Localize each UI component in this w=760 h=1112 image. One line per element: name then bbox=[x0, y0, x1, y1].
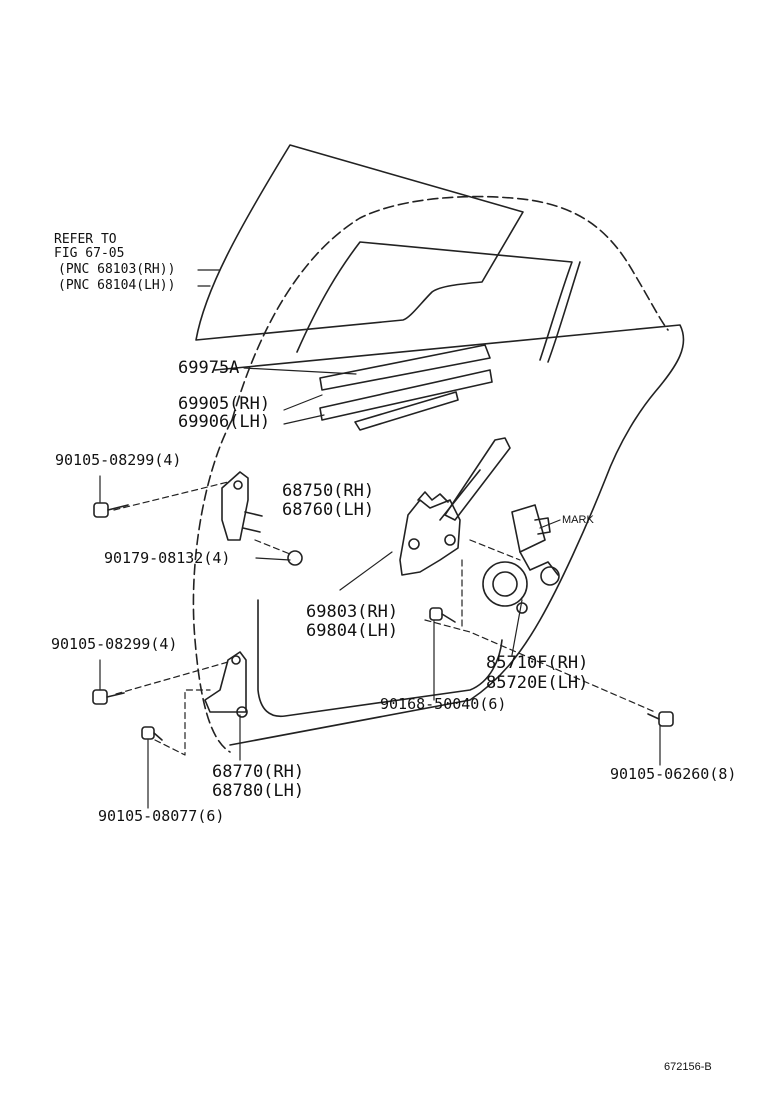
label-bolt-50040: 90168-50040(6) bbox=[380, 695, 507, 713]
door-glass bbox=[195, 144, 524, 341]
refer-line2: FIG 67-05 bbox=[54, 246, 125, 261]
door-inner-opening bbox=[192, 419, 233, 753]
label-85710f: 85710F(RH) bbox=[486, 653, 589, 673]
door-sash-frame bbox=[231, 195, 669, 421]
label-68770: 68770(RH) bbox=[212, 762, 305, 782]
label-68780: 68780(LH) bbox=[212, 781, 305, 801]
label-69975a: 69975A bbox=[178, 358, 240, 378]
label-mark: MARK bbox=[562, 514, 594, 526]
bolt-90105-08077 bbox=[141, 726, 163, 741]
label-bolt-08077: 90105-08077(6) bbox=[98, 807, 225, 825]
label-68750: 68750(RH) bbox=[282, 481, 375, 501]
nut-90179-08132 bbox=[287, 550, 303, 566]
label-69804: 69804(LH) bbox=[306, 621, 399, 641]
label-69803: 69803(RH) bbox=[306, 602, 399, 622]
label-68760: 68760(LH) bbox=[282, 500, 375, 520]
hinge-lower bbox=[204, 651, 248, 718]
hinge-upper bbox=[221, 471, 263, 541]
assembly-lines bbox=[113, 481, 656, 756]
bolt-90168-50040 bbox=[429, 607, 456, 623]
refer-line4: (PNC 68104(LH)) bbox=[58, 278, 176, 293]
refer-line3: (PNC 68103(RH)) bbox=[58, 262, 176, 277]
label-bolt-06260: 90105-06260(8) bbox=[610, 765, 737, 783]
figure-id: 672156-B bbox=[664, 1061, 712, 1073]
label-bolt-08299-bottom: 90105-08299(4) bbox=[51, 635, 178, 653]
sash-rear-channel bbox=[547, 261, 581, 363]
regulator-motor bbox=[482, 504, 560, 614]
refer-line1: REFER TO bbox=[54, 232, 117, 247]
label-bolt-08299-top: 90105-08299(4) bbox=[55, 451, 182, 469]
door-sash-inner bbox=[296, 241, 573, 361]
door-inner-bottom bbox=[257, 599, 503, 718]
label-69906: 69906(LH) bbox=[178, 412, 271, 432]
label-69905: 69905(RH) bbox=[178, 394, 271, 414]
label-nut-08132: 90179-08132(4) bbox=[104, 549, 231, 567]
label-85720e: 85720E(LH) bbox=[486, 673, 589, 693]
leader-lines bbox=[99, 269, 661, 809]
bolt-90105-06260 bbox=[647, 711, 674, 727]
window-regulator bbox=[399, 437, 511, 576]
bolt-90105-08299-bottom bbox=[92, 689, 125, 705]
bolt-90105-08299-top bbox=[93, 502, 129, 518]
